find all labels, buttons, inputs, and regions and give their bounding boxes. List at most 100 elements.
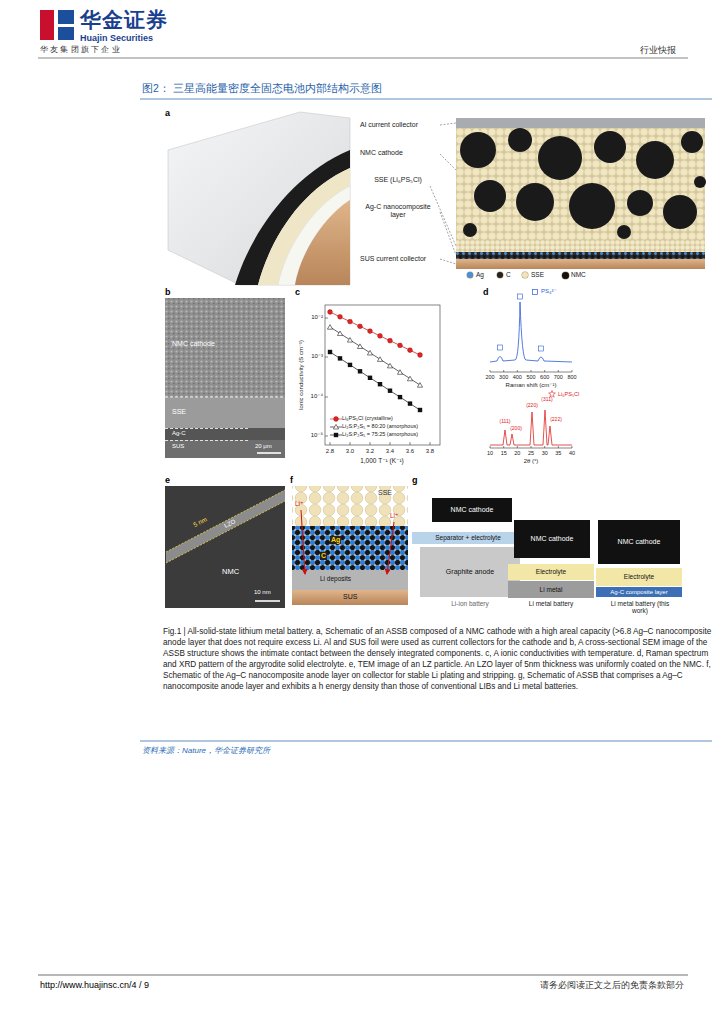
tick [572, 370, 573, 372]
peak-marker [518, 294, 523, 299]
sem-sus [165, 440, 285, 458]
nmc-particle [508, 128, 532, 152]
leader-line [440, 154, 456, 170]
nmc-particle [663, 195, 697, 229]
logo-block [40, 10, 54, 40]
scale-label: 10 nm [254, 589, 271, 596]
axis-title: 2θ (°) [524, 458, 539, 465]
figure-caption: Fig.1 | All-solid-state lithium metal ba… [163, 626, 712, 692]
agc-band [278, 186, 350, 285]
leader-line [440, 212, 456, 255]
tick-label: 2.8 [326, 448, 334, 455]
tick-label: 10⁻⁵ [307, 432, 323, 439]
legend-symbol [332, 415, 340, 423]
particle-label: NMC [222, 568, 239, 577]
legend-text: Ag [476, 271, 484, 278]
layer-name: Electrolyte [534, 568, 568, 575]
legend-symbol [531, 288, 539, 296]
coating-edges [166, 490, 285, 563]
tick [490, 370, 491, 372]
boundary-line [165, 428, 250, 429]
tick [370, 442, 371, 445]
boundary-line [165, 440, 250, 441]
layer-label: SUS current collector [360, 255, 426, 263]
tick [572, 446, 573, 448]
leader-line [440, 259, 456, 264]
legend-text: C [506, 271, 511, 278]
legend-symbol [332, 431, 340, 439]
layer-name: NMC cathode [616, 538, 663, 546]
ion-label: Li⁺ [295, 500, 304, 507]
sus-band [295, 200, 350, 285]
tick-label: 800 [567, 374, 576, 380]
tick-label: 3.2 [366, 448, 374, 455]
nmc-particle [474, 180, 506, 212]
legend-swatch [467, 272, 473, 278]
panel-letter: f [290, 475, 293, 485]
layer-name: Ag-C composite layer [608, 589, 669, 596]
xrd-pattern [490, 410, 572, 445]
legend-marker [533, 290, 538, 295]
legend-text: Li₆PS₅Cl (crystalline) [342, 415, 393, 421]
xrd-axis [490, 446, 572, 448]
legend-text: PS₄³⁻ [541, 288, 557, 295]
li-ion-path [387, 522, 394, 574]
source-rule [140, 741, 712, 742]
agc-layer [456, 252, 705, 259]
legend-symbol [332, 423, 340, 431]
tick [503, 370, 504, 372]
sus-collector [456, 259, 705, 269]
legend-marker [333, 424, 338, 429]
peak-marker [498, 345, 503, 350]
stack-layer: Graphite anode [420, 547, 520, 597]
leader-line [440, 123, 456, 125]
sem-label: Ag-C [172, 430, 186, 437]
raman-spectrum [490, 302, 572, 362]
brand-name: 华金证券 [80, 8, 168, 32]
footer-rule [38, 975, 688, 976]
panel-letter: g [412, 475, 418, 485]
nmc-particle [463, 223, 477, 237]
report-type: 行业快报 [640, 45, 676, 55]
tick-label: 700 [554, 374, 563, 380]
layer-label: Al current collector [360, 121, 418, 129]
panel-letter: e [165, 475, 170, 485]
stack-layer: NMC cathode [598, 520, 680, 564]
scale-label: 20 μm [255, 443, 272, 450]
coating-edge [166, 490, 285, 552]
peak-markers [498, 294, 544, 351]
nmc-particle [516, 183, 554, 221]
nmc-particle [538, 136, 582, 180]
al-collector [456, 118, 705, 128]
peak-label: (220) [526, 403, 538, 409]
tick [544, 446, 545, 448]
layer-label: SSE [378, 489, 392, 497]
tick [330, 442, 331, 445]
tick-label: 10 [487, 450, 493, 456]
leader-lines [430, 123, 456, 264]
sus-foil [292, 590, 408, 605]
coating-edge [166, 501, 285, 563]
source-note: 资料来源：Nature，华金证券研究所 [142, 746, 270, 755]
tick-label: 30 [542, 450, 548, 456]
sse-spheres [292, 486, 408, 526]
tick-label: 10⁻⁴ [307, 393, 323, 400]
tick [325, 357, 328, 358]
sem-sse [165, 397, 285, 428]
legend-symbol [548, 390, 556, 398]
layer-label: Ag-C nanocomposite layer [360, 203, 436, 219]
layer-label: Li deposits [320, 575, 351, 582]
layer-name: Graphite anode [444, 568, 496, 576]
layer-label: SUS [343, 593, 357, 601]
tem-image [165, 486, 285, 608]
particle-label: Ag [330, 536, 341, 544]
tick-label: 3.0 [346, 448, 354, 455]
peak-label: (311) [541, 397, 552, 403]
particle-label: C [320, 552, 327, 560]
title-rule [140, 99, 712, 100]
tick [410, 442, 411, 445]
peak-label: (222) [550, 417, 562, 423]
sse-band [258, 168, 350, 285]
axis-title: 1,000 T⁻¹ (K⁻¹) [360, 457, 404, 464]
series-line [330, 312, 420, 355]
